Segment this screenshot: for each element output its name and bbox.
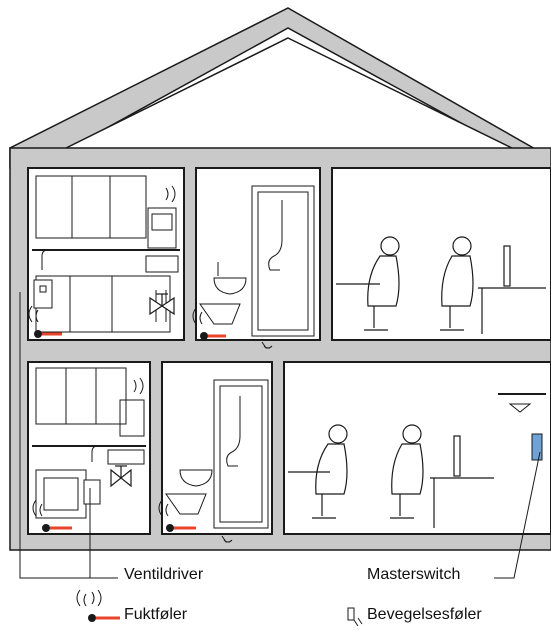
label-bevegelsesfoler: Bevegelsesføler <box>367 606 482 624</box>
room-kitchen-upper <box>28 168 184 340</box>
label-masterswitch: Masterswitch <box>367 566 460 584</box>
room-kitchen-lower <box>28 362 150 534</box>
room-office-upper <box>332 168 551 340</box>
legend-motion-icon <box>348 608 362 626</box>
room-bathroom-lower <box>162 362 272 534</box>
label-ventildriver: Ventildriver <box>124 566 203 584</box>
label-fuktfoler: Fuktføler <box>124 606 187 624</box>
legend-humidity-icon <box>77 590 120 622</box>
